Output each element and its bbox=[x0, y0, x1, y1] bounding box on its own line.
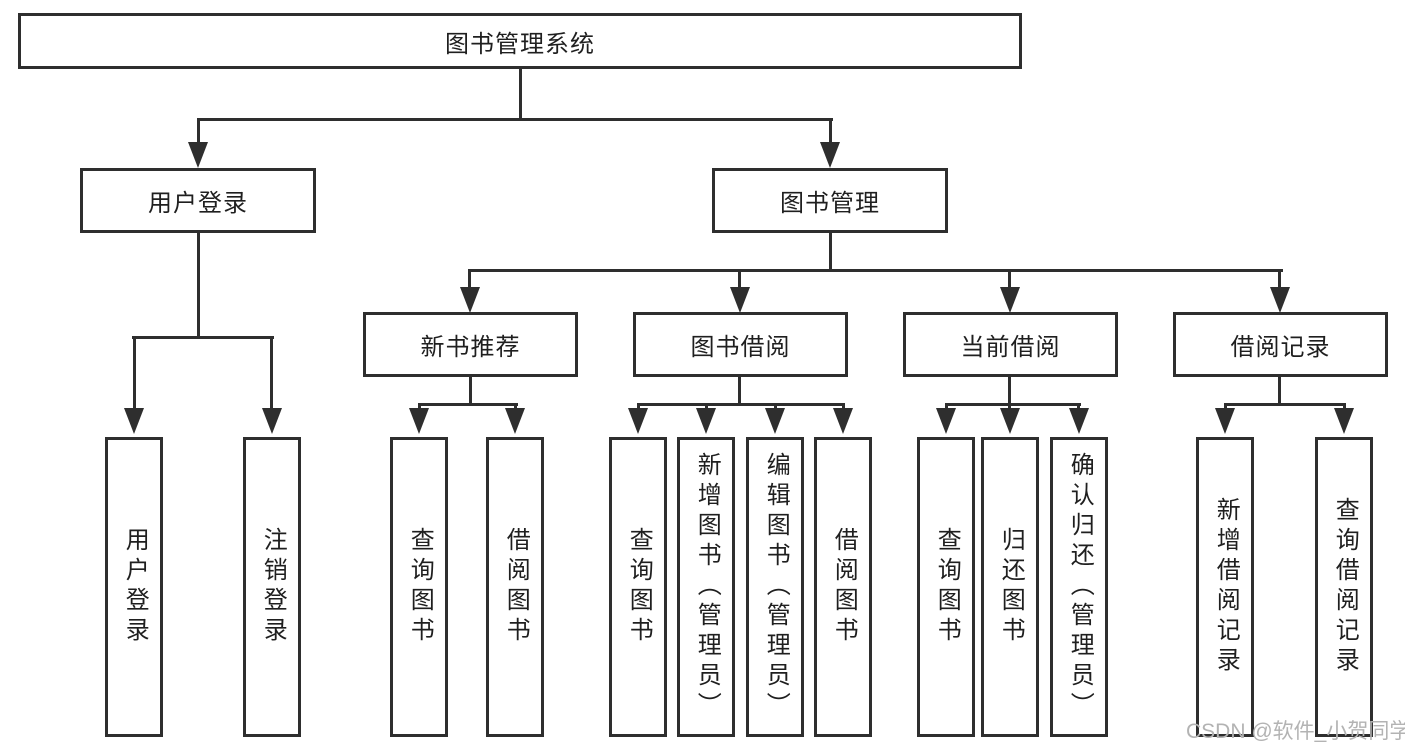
node-current-borrow: 当前借阅 bbox=[903, 312, 1118, 377]
leaf-query-book-3-label: 查询图书 bbox=[933, 527, 961, 647]
leaf-add-borrow-record: 新增借阅记录 bbox=[1196, 437, 1254, 737]
connector-line bbox=[514, 403, 517, 410]
leaf-query-book-2-label: 查询图书 bbox=[625, 527, 653, 647]
connector-line bbox=[197, 233, 200, 337]
connector-line bbox=[637, 403, 845, 406]
arrowhead-down-icon bbox=[1069, 408, 1089, 434]
arrowhead-down-icon bbox=[1000, 287, 1020, 313]
watermark: CSDN @软件_小贺同学 bbox=[1186, 720, 1405, 743]
connector-line bbox=[133, 336, 136, 410]
connector-line bbox=[1008, 403, 1011, 410]
arrowhead-down-icon bbox=[262, 408, 282, 434]
connector-line bbox=[1224, 403, 1227, 410]
arrowhead-down-icon bbox=[1000, 408, 1020, 434]
leaf-add-borrow-record-label: 新增借阅记录 bbox=[1212, 497, 1240, 677]
arrowhead-down-icon bbox=[409, 408, 429, 434]
leaf-user-login-label: 用户登录 bbox=[121, 527, 149, 647]
arrowhead-down-icon bbox=[936, 408, 956, 434]
leaf-logout: 注销登录 bbox=[243, 437, 301, 737]
arrowhead-down-icon bbox=[1334, 408, 1354, 434]
arrowhead-down-icon bbox=[505, 408, 525, 434]
connector-line bbox=[842, 403, 845, 410]
node-new-book-recommend-label: 新书推荐 bbox=[420, 334, 521, 361]
connector-line bbox=[1008, 269, 1011, 289]
node-book-borrow-label: 图书借阅 bbox=[690, 334, 791, 361]
leaf-logout-label: 注销登录 bbox=[259, 527, 287, 647]
leaf-confirm-return-admin: 确认归还（管理员） bbox=[1050, 437, 1108, 737]
connector-line bbox=[270, 336, 273, 410]
arrowhead-down-icon bbox=[820, 142, 840, 168]
connector-line bbox=[1224, 403, 1346, 406]
leaf-edit-book-admin-label: 编辑图书（管理员） bbox=[762, 452, 790, 722]
leaf-confirm-return-admin-label: 确认归还（管理员） bbox=[1066, 452, 1094, 722]
connector-line bbox=[1077, 403, 1080, 410]
node-borrow-records: 借阅记录 bbox=[1173, 312, 1388, 377]
leaf-query-borrow-record-label: 查询借阅记录 bbox=[1331, 497, 1359, 677]
leaf-add-book-admin-label: 新增图书（管理员） bbox=[693, 452, 721, 722]
leaf-user-login: 用户登录 bbox=[105, 437, 163, 737]
connector-line bbox=[197, 118, 833, 121]
arrowhead-down-icon bbox=[188, 142, 208, 168]
connector-line bbox=[197, 118, 200, 144]
node-book-management-label: 图书管理 bbox=[780, 190, 880, 217]
node-book-borrow: 图书借阅 bbox=[633, 312, 848, 377]
leaf-return-book-label: 归还图书 bbox=[997, 527, 1025, 647]
leaf-query-book-2: 查询图书 bbox=[609, 437, 667, 737]
node-book-management: 图书管理 bbox=[712, 168, 948, 233]
connector-line bbox=[738, 269, 741, 289]
connector-line bbox=[519, 69, 522, 119]
connector-line bbox=[1278, 269, 1281, 289]
leaf-borrow-book-2: 借阅图书 bbox=[814, 437, 872, 737]
leaf-edit-book-admin: 编辑图书（管理员） bbox=[746, 437, 804, 737]
connector-line bbox=[1278, 377, 1281, 405]
connector-line bbox=[468, 269, 471, 289]
leaf-query-book-1: 查询图书 bbox=[390, 437, 448, 737]
connector-line bbox=[705, 403, 708, 410]
connector-line bbox=[132, 336, 274, 339]
connector-line bbox=[418, 403, 518, 406]
node-borrow-records-label: 借阅记录 bbox=[1230, 334, 1331, 361]
arrowhead-down-icon bbox=[696, 408, 716, 434]
leaf-query-book-1-label: 查询图书 bbox=[406, 527, 434, 647]
connector-line bbox=[1343, 403, 1346, 410]
node-current-borrow-label: 当前借阅 bbox=[960, 334, 1061, 361]
connector-line bbox=[1008, 377, 1011, 405]
connector-line bbox=[829, 233, 832, 271]
arrowhead-down-icon bbox=[628, 408, 648, 434]
connector-line bbox=[738, 377, 741, 405]
leaf-borrow-book-2-label: 借阅图书 bbox=[830, 527, 858, 647]
connector-line bbox=[418, 403, 421, 410]
node-root-label: 图书管理系统 bbox=[445, 30, 595, 58]
connector-line bbox=[469, 377, 472, 405]
connector-line bbox=[945, 403, 1081, 406]
leaf-add-book-admin: 新增图书（管理员） bbox=[677, 437, 735, 737]
arrowhead-down-icon bbox=[765, 408, 785, 434]
node-user-login-label: 用户登录 bbox=[148, 190, 248, 217]
node-user-login: 用户登录 bbox=[80, 168, 316, 233]
arrowhead-down-icon bbox=[124, 408, 144, 434]
leaf-query-book-3: 查询图书 bbox=[917, 437, 975, 737]
arrowhead-down-icon bbox=[460, 287, 480, 313]
arrowhead-down-icon bbox=[1215, 408, 1235, 434]
leaf-borrow-book-1-label: 借阅图书 bbox=[502, 527, 530, 647]
connector-line bbox=[829, 118, 832, 144]
leaf-query-borrow-record: 查询借阅记录 bbox=[1315, 437, 1373, 737]
arrowhead-down-icon bbox=[730, 287, 750, 313]
arrowhead-down-icon bbox=[833, 408, 853, 434]
connector-line bbox=[469, 269, 1283, 272]
leaf-return-book: 归还图书 bbox=[981, 437, 1039, 737]
connector-line bbox=[945, 403, 948, 410]
node-root: 图书管理系统 bbox=[18, 13, 1022, 69]
leaf-borrow-book-1: 借阅图书 bbox=[486, 437, 544, 737]
connector-line bbox=[774, 403, 777, 410]
node-new-book-recommend: 新书推荐 bbox=[363, 312, 578, 377]
connector-line bbox=[637, 403, 640, 410]
arrowhead-down-icon bbox=[1270, 287, 1290, 313]
